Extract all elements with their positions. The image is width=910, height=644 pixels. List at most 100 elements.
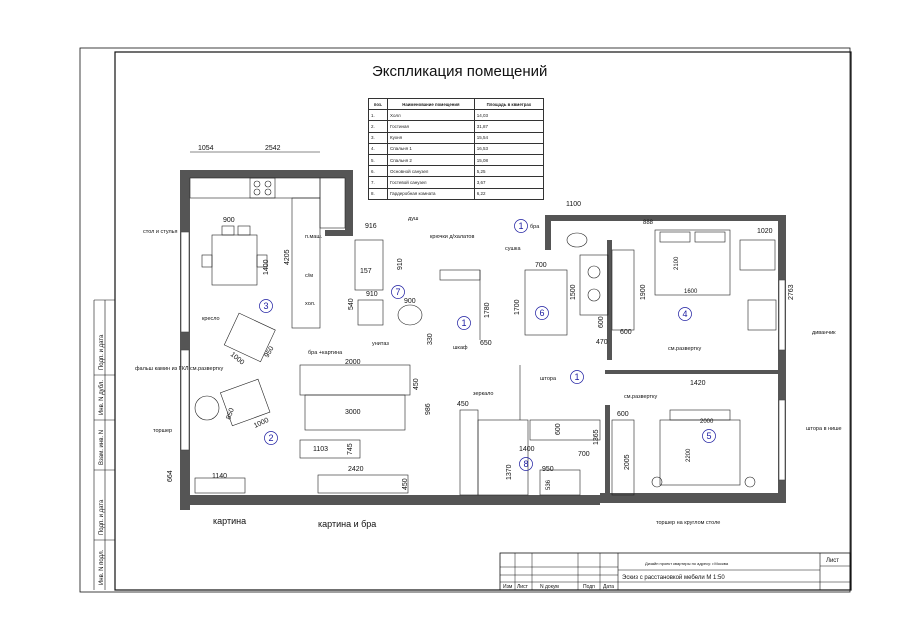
dim-2200: 2200 (686, 448, 692, 462)
row-name: Гардеробная комната (387, 187, 475, 200)
note-mirror: зеркало (473, 391, 494, 397)
dim-1500: 1500 (570, 284, 577, 300)
dim-888: 888 (643, 220, 654, 226)
dim-850-arm2: 850 (225, 407, 236, 420)
room-marker-circle (391, 285, 405, 299)
side-label-vzam-inv: Взам. инв. N (99, 430, 105, 465)
dim-450-tv: 450 (402, 478, 409, 490)
row-area: 15,54 (473, 131, 545, 144)
note-see-elevation-1: см.развертку (668, 346, 701, 352)
explication-table: поз. Наименование помещения Площадь в кв… (368, 97, 545, 200)
kitchen (189, 177, 346, 329)
stamp-col-podp: Подп (583, 584, 595, 590)
note-floor-lamp: торшер (153, 428, 172, 434)
dim-900-bath: 900 (404, 298, 416, 305)
label-washer: с/м (305, 273, 313, 279)
room-marker-hall-3: 1 (518, 221, 523, 231)
dim-1400-w: 1400 (519, 446, 535, 453)
note-toilet: унитаз (372, 341, 389, 347)
dim-450-hall: 450 (457, 401, 469, 408)
room-marker-guest-bath: 7 (395, 287, 400, 297)
dim-745: 745 (347, 443, 354, 455)
room-marker-bedroom-2: 5 (706, 431, 711, 441)
dim-2000-bed: 2000 (700, 419, 714, 425)
note-fireplace: фальш камин из ГКЛ см.развертку (135, 366, 224, 372)
row-area: 16,53 (473, 142, 545, 155)
dim-1600: 1600 (684, 289, 698, 295)
dim-1020: 1020 (757, 228, 773, 235)
room-markers: 1 1 1 2 3 4 5 6 7 8 (259, 219, 716, 471)
room-marker-circle (535, 306, 549, 320)
room-marker-main-bath: 6 (539, 308, 544, 318)
dim-1140: 1140 (212, 473, 227, 480)
dim-157: 157 (360, 268, 372, 275)
note-lamp-table: торшер на круглом столе (656, 520, 720, 526)
dim-2100: 2100 (674, 256, 680, 270)
dim-1900: 1900 (640, 284, 647, 300)
dim-2763: 2763 (788, 284, 795, 300)
label-fridge: хол. (305, 301, 316, 307)
dim-900-table: 900 (223, 217, 235, 224)
row-area: 15,08 (473, 153, 545, 167)
room-marker-circle (702, 429, 716, 443)
note-armchair: кресло (202, 316, 220, 322)
note-picture-sconce: картина и бра (318, 519, 376, 529)
dim-1100: 1100 (566, 201, 581, 208)
row-num: 5. (368, 153, 388, 167)
windows (180, 231, 786, 481)
side-label-inv-dubl: Инв. N дубл. (99, 380, 105, 415)
side-label-podp-date-2: Подп. и дата (99, 334, 105, 370)
dim-470: 470 (596, 339, 608, 346)
dim-450-sofa: 450 (413, 378, 420, 390)
room-marker-bedroom-1: 4 (682, 309, 687, 319)
dim-986: 986 (425, 403, 432, 415)
room-marker-circle (570, 370, 584, 384)
sheet-frame (79, 47, 852, 593)
dim-3000: 3000 (345, 409, 361, 416)
stamp-col-izm: Изм (503, 584, 513, 590)
note-curtain: штора (540, 376, 557, 382)
dim-540: 540 (348, 298, 355, 310)
bathrooms (354, 232, 609, 336)
dim-4205: 4205 (284, 249, 291, 265)
row-num: 2. (368, 120, 388, 133)
dim-950: 950 (542, 466, 554, 473)
note-hooks: крючки д/халатов (430, 234, 474, 240)
dim-330: 330 (427, 333, 434, 345)
note-cabinet: шкаф (453, 345, 468, 351)
stamp-sheet-label: Лист (826, 558, 839, 564)
dim-910-h: 910 (366, 291, 378, 298)
note-sconce: бра (530, 224, 540, 230)
dim-1365: 1365 (593, 429, 600, 445)
row-name: Гостиная (387, 120, 475, 133)
dim-600-b1: 600 (620, 329, 632, 336)
note-table-chairs: стол и стулья (143, 229, 178, 235)
row-num: 4. (368, 142, 388, 155)
note-sconce-picture: бра +картина (308, 350, 343, 356)
side-labels: Инв. N подл. Подп. и дата Взам. инв. N И… (99, 334, 105, 585)
dim-910-v: 910 (397, 258, 404, 270)
dim-1054: 1054 (198, 145, 214, 152)
dim-2005: 2005 (624, 454, 631, 470)
note-curtain-niche: шторa в нише (806, 426, 842, 432)
room-marker-circle (457, 316, 471, 330)
dim-2420: 2420 (348, 466, 364, 473)
note-shower: душ (408, 216, 419, 222)
dim-1103: 1103 (313, 446, 328, 453)
dim-1000-arm2: 1000 (253, 417, 270, 430)
side-label-podp-date-1: Подп. и дата (99, 499, 105, 535)
dim-1370: 1370 (506, 464, 513, 480)
note-small-sofa: диванчик (812, 330, 836, 336)
room-marker-kitchen: 3 (263, 301, 268, 311)
dim-600-b2: 600 (617, 411, 629, 418)
stamp-project-line: Дизайн проект квартиры по адресу: г.Моск… (645, 561, 729, 566)
row-num: 8. (368, 187, 388, 200)
note-dryer: сушка (505, 246, 521, 252)
dim-2542: 2542 (265, 145, 281, 152)
